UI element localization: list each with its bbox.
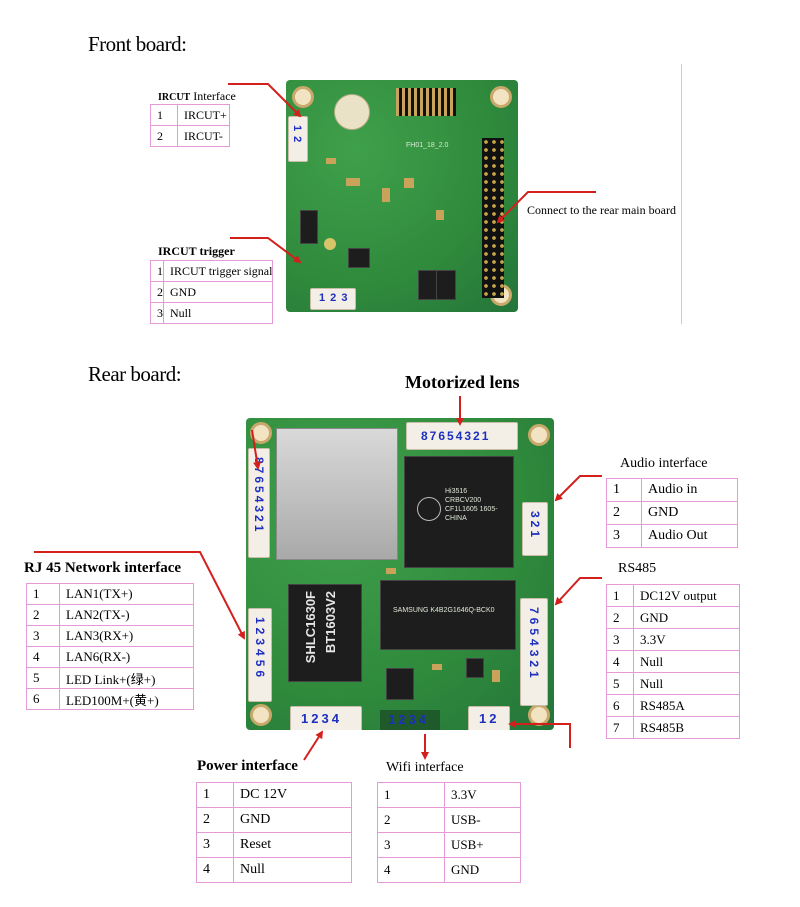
arrow-rj45 (34, 551, 245, 640)
audio-interface-title: Audio interface (620, 456, 708, 471)
rs485-pin-numbers: 7654321 (527, 607, 541, 682)
memory-chip: SAMSUNG K4B2G1646Q-BCK0 (380, 580, 516, 650)
wifi-interface-title: Wifi interface (386, 760, 464, 775)
wifi-connector: 1234 (380, 710, 440, 730)
connect-rear-label: Connect to the rear main board (527, 203, 676, 217)
arrow-ircut-interface (228, 83, 302, 118)
front-pcb-image: FH01_18_2.0 1 2 1 2 3 (286, 80, 518, 312)
wifi-pin-numbers: 1234 (388, 712, 429, 727)
front-trigger-pin-numbers: 1 2 3 (319, 292, 349, 304)
front-board-title: Front board: (88, 32, 187, 56)
rj45-title: RJ 45 Network interface (24, 560, 182, 576)
audio-pin-numbers: 321 (528, 511, 542, 541)
front-trigger-connector: 1 2 3 (310, 288, 356, 310)
bottom-right-connector: 12 (468, 706, 510, 730)
audio-connector: 321 (522, 502, 548, 556)
front-board-header-connector (482, 138, 504, 298)
arrow-connect-rear (496, 191, 596, 224)
left-connector: 87654321 (248, 448, 270, 558)
main-soc-chip: Hi3516 CRBCV200 CF1L1605 1605-CHINA (404, 456, 514, 568)
rear-pcb-image: Hi3516 CRBCV200 CF1L1605 1605-CHINA SAMS… (246, 418, 554, 730)
power-connector: 1234 (290, 706, 362, 730)
arrow-bottom-right (508, 720, 571, 748)
motorized-lens-connector: 87654321 (406, 422, 518, 450)
arrow-left-connector (251, 429, 262, 470)
front-ircut-connector: 1 2 (288, 116, 308, 162)
rs485-connector: 7654321 (520, 598, 548, 706)
rs485-title: RS485 (618, 561, 657, 576)
power-pin-numbers: 1234 (301, 711, 342, 726)
sd-card-slot (276, 428, 398, 560)
arrow-audio (554, 475, 602, 502)
arrow-rs485 (554, 577, 602, 606)
rj45-connector: 123456 (248, 608, 272, 702)
ircut-interface-title: IRCUT Interface (158, 89, 236, 103)
left-connector-pin-numbers: 87654321 (252, 457, 266, 535)
motorized-lens-pin-numbers: 87654321 (421, 429, 491, 443)
bottom-right-pin-numbers: 12 (479, 711, 500, 726)
front-ircut-pin-numbers: 1 2 (291, 125, 303, 144)
motorized-lens-title: Motorized lens (405, 372, 520, 392)
rj45-pin-numbers: 123456 (253, 617, 267, 682)
arrow-power (303, 730, 324, 761)
arrow-ircut-trigger (230, 237, 302, 264)
divider (681, 64, 682, 324)
lan-transformer-chip: SHLC1630F BT1603V2 (288, 584, 362, 682)
power-interface-title: Power interface (197, 758, 298, 774)
rear-board-title: Rear board: (88, 362, 182, 386)
ircut-trigger-title: IRCUT trigger (158, 244, 235, 258)
front-pcb-silk-label: FH01_18_2.0 (406, 142, 449, 149)
